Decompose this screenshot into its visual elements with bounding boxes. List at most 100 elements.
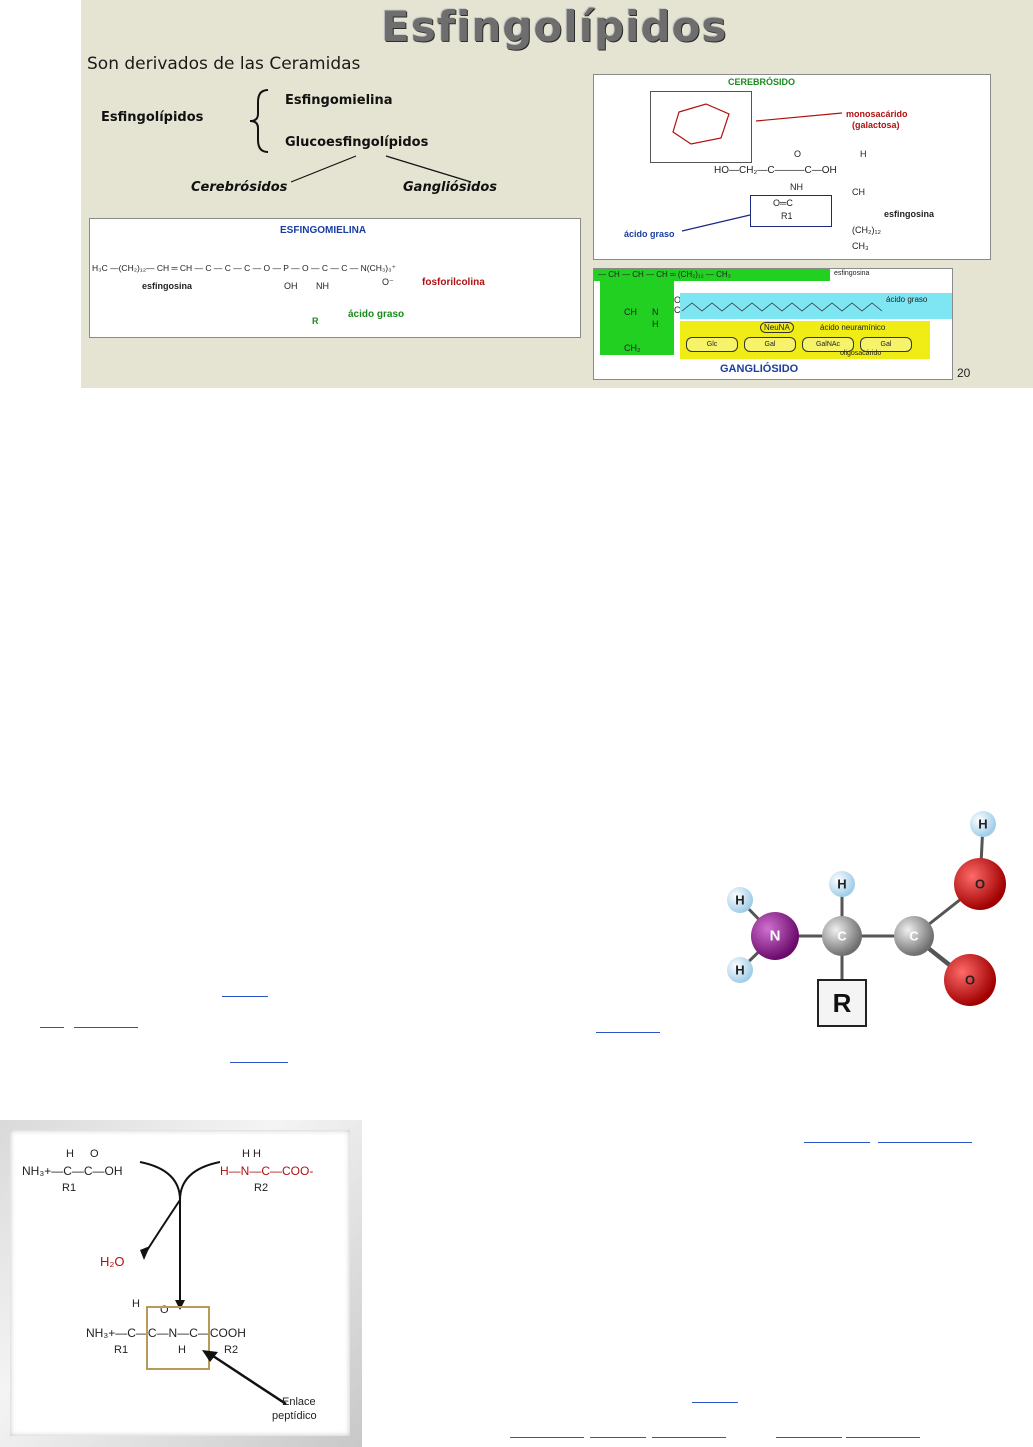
hydrogen-atom-icon bbox=[829, 871, 855, 897]
enlace-label-2: peptídico bbox=[272, 1410, 317, 1422]
gangliosido-left-block bbox=[600, 281, 674, 355]
slide-page-number: 20 bbox=[957, 366, 971, 380]
cerebrosido-acido: ácido graso bbox=[624, 229, 675, 239]
reactant1-o: O bbox=[90, 1148, 99, 1160]
oxygen-atom-icon bbox=[954, 858, 1006, 910]
reactant2-h: H H bbox=[242, 1148, 261, 1160]
acido-arrow-icon bbox=[681, 214, 751, 232]
gangliosido-top-bar bbox=[594, 269, 830, 281]
tree-leaf-a: Cerebrósidos bbox=[191, 180, 288, 195]
slide-esfingolipidos: Esfingolípidos Son derivados de las Cera… bbox=[81, 0, 1033, 388]
gangliosido-h: H bbox=[652, 319, 659, 329]
hydrogen-atom-icon bbox=[970, 811, 996, 837]
hyperlink-underline[interactable] bbox=[596, 1032, 660, 1033]
product-formula: NH₃+—C—C—N—C—COOH bbox=[86, 1326, 246, 1340]
product-h: H bbox=[132, 1298, 140, 1310]
cerebrosido-row: HO—CH₂—C———C—OH bbox=[714, 165, 837, 176]
esfingomielina-oh: OH bbox=[284, 281, 298, 291]
product-r2: R2 bbox=[224, 1344, 239, 1356]
sugar-unit: GalNAc bbox=[802, 337, 854, 352]
gangliosido-top-chain: — CH — CH — CH ═ (CH₂)₁₂ — CH₃ bbox=[598, 270, 731, 279]
cerebrosido-oc: O═C bbox=[773, 198, 793, 208]
gangliosido-c: C bbox=[674, 305, 681, 315]
hyperlink-underline[interactable] bbox=[40, 1027, 64, 1028]
hyperlink-underline[interactable] bbox=[222, 996, 268, 997]
product-r1: R1 bbox=[114, 1344, 129, 1356]
tree-branch-a: Esfingomielina bbox=[285, 93, 393, 108]
water-label: H₂O bbox=[100, 1254, 125, 1269]
cerebrosido-ch2: (CH₂)₁₂ bbox=[852, 225, 882, 235]
enlace-label-1: Enlace bbox=[282, 1396, 316, 1408]
reactant2-formula: H—N—C—COO- bbox=[220, 1164, 314, 1178]
gangliosido-n: N bbox=[652, 307, 659, 317]
tree-leaf-b: Gangliósidos bbox=[403, 180, 498, 195]
atom-label: H bbox=[735, 963, 744, 978]
cerebrosido-ch3: CH₃ bbox=[852, 241, 869, 251]
atom-label: H bbox=[978, 817, 987, 832]
nitrogen-atom-icon bbox=[751, 912, 799, 960]
hyperlink-underline[interactable] bbox=[878, 1142, 972, 1143]
slide-title: Esfingolípidos bbox=[381, 2, 728, 51]
hyperlink-underline[interactable] bbox=[74, 1027, 138, 1028]
atom-label: C bbox=[837, 929, 847, 944]
gangliosido-oligo: oligosacárido bbox=[840, 350, 882, 357]
hyperlink-underline[interactable] bbox=[590, 1437, 646, 1438]
galactose-ring-icon bbox=[672, 103, 730, 145]
hyperlink-underline[interactable] bbox=[692, 1402, 738, 1403]
esfingomielina-esfingosina: esfingosina bbox=[142, 281, 193, 291]
peptide-bond-figure: H O NH₃+—C—C—OH R1 H H H—N—C—COO- R2 H₂O… bbox=[0, 1120, 362, 1447]
mono-arrow-icon bbox=[755, 112, 843, 122]
esfingomielina-fosforilcolina: fosforilcolina bbox=[422, 277, 485, 288]
reaction-arrows-icon bbox=[139, 1161, 221, 1310]
gangliosido-ch: CH bbox=[624, 307, 637, 317]
hyperlink-underline[interactable] bbox=[652, 1437, 726, 1438]
hyperlink-underline[interactable] bbox=[510, 1437, 584, 1438]
esfingomielina-acido: ácido graso bbox=[348, 309, 405, 320]
cerebrosido-title: CEREBRÓSIDO bbox=[728, 77, 796, 87]
atom-label: O bbox=[965, 973, 975, 988]
gangliosido-ch2: CH₂ bbox=[624, 343, 641, 353]
atom-label: H bbox=[837, 877, 846, 892]
peptide-inner-panel: H O NH₃+—C—C—OH R1 H H H—N—C—COO- R2 H₂O… bbox=[10, 1130, 350, 1436]
gangliosido-title: GANGLIÓSIDO bbox=[720, 363, 799, 375]
cerebrosido-ch: CH bbox=[852, 187, 865, 197]
carbon-atom-icon bbox=[894, 916, 934, 956]
enlace-arrow-icon bbox=[202, 1350, 287, 1406]
reactant1-formula: NH₃+—C—C—OH bbox=[22, 1164, 123, 1178]
tree-branch-b: Glucoesfingolípidos bbox=[285, 135, 429, 150]
cerebrosido-galactosa: (galactosa) bbox=[852, 120, 900, 130]
atom-label: R bbox=[833, 988, 852, 1018]
gangliosido-neuna: NeuNA bbox=[760, 322, 794, 333]
cerebrosido-h: H bbox=[860, 149, 867, 159]
product-nh: H bbox=[178, 1344, 186, 1356]
esfingomielina-title: ESFINGOMIELINA bbox=[280, 225, 367, 236]
hydrogen-atom-icon bbox=[727, 887, 753, 913]
esfingomielina-box: ESFINGOMIELINA H₃C —(CH₂)₁₂— CH ═ CH — C… bbox=[89, 218, 581, 338]
gangliosido-neuraminico: ácido neuramínico bbox=[820, 323, 886, 332]
reactant1-r: R1 bbox=[62, 1182, 77, 1194]
tree-arrows bbox=[290, 155, 472, 183]
esfingomielina-nh: NH bbox=[316, 281, 329, 291]
cerebrosido-nh: NH bbox=[790, 182, 803, 192]
cerebrosido-esfingosina: esfingosina bbox=[884, 209, 935, 219]
hyperlink-underline[interactable] bbox=[846, 1437, 920, 1438]
gangliosido-acido: ácido graso bbox=[886, 295, 928, 304]
cerebrosido-mono: monosacárido bbox=[846, 109, 908, 119]
atom-label: H bbox=[735, 893, 744, 908]
hyperlink-underline[interactable] bbox=[230, 1062, 288, 1063]
amino-acid-diagram: H O H H N C C O H R bbox=[727, 811, 1006, 1027]
acido-graso-band: ácido graso bbox=[680, 293, 952, 319]
hyperlink-underline[interactable] bbox=[776, 1437, 842, 1438]
hyperlink-underline[interactable] bbox=[804, 1142, 870, 1143]
carbon-atom-icon bbox=[822, 916, 862, 956]
esfingomielina-r: R bbox=[312, 316, 319, 326]
reactant2-r: R2 bbox=[254, 1182, 269, 1194]
tree-root: Esfingolípidos bbox=[101, 110, 204, 125]
oxygen-atom-icon bbox=[944, 954, 996, 1006]
reactant1-h: H bbox=[66, 1148, 74, 1160]
cerebrosido-o: O bbox=[794, 149, 802, 159]
hydrogen-atom-icon bbox=[727, 957, 753, 983]
brace-icon bbox=[249, 89, 269, 153]
